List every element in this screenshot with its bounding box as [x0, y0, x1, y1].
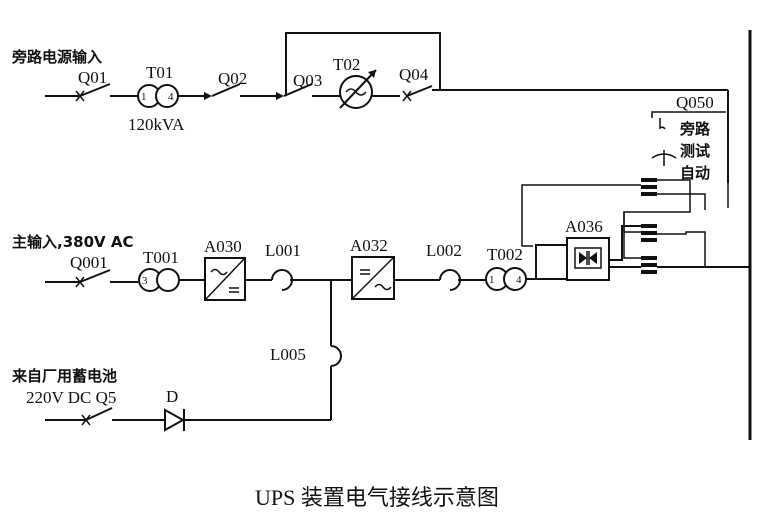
switch-q04	[402, 85, 433, 102]
d-label: D	[166, 387, 178, 406]
mode-test-label: 测试	[680, 142, 710, 160]
t01-label: T01	[146, 63, 173, 82]
diode-d	[164, 408, 186, 432]
t001-label: T001	[143, 248, 179, 267]
q01-label: Q01	[78, 68, 107, 87]
transformer-t001: 3	[138, 268, 180, 292]
inductor-l001	[271, 269, 293, 291]
q03-label: Q03	[293, 71, 322, 90]
switch-q5	[81, 407, 165, 426]
l005-label: L005	[270, 345, 306, 364]
transformer-t02	[339, 69, 377, 109]
svg-text:1: 1	[141, 91, 147, 103]
t02-label: T02	[333, 55, 360, 74]
switch-q050	[651, 111, 726, 166]
diagram-caption: UPS 装置电气接线示意图	[255, 485, 499, 510]
switch-q01	[75, 83, 138, 102]
svg-text:4: 4	[516, 274, 522, 286]
inductor-l005	[330, 345, 342, 367]
t002-label: T002	[487, 245, 523, 264]
main-input-label: 主输入,380V AC	[12, 233, 133, 251]
q02-label: Q02	[218, 69, 247, 88]
battery-label-1: 来自厂用蓄电池	[11, 367, 117, 385]
rating-label: 120kVA	[128, 115, 185, 134]
q001-label: Q001	[70, 253, 108, 272]
l002-label: L002	[426, 241, 462, 260]
switch-q02	[204, 83, 282, 100]
switch-q001	[75, 269, 138, 288]
q050-label: Q050	[676, 93, 714, 112]
svg-text:3: 3	[142, 275, 148, 287]
q04-label: Q04	[399, 65, 429, 84]
bypass-input-label: 旁路电源输入	[11, 48, 102, 66]
svg-text:1: 1	[489, 274, 495, 286]
a032-label: A032	[350, 236, 388, 255]
transformer-t01: 1 4	[137, 84, 179, 108]
svg-text:4: 4	[168, 91, 174, 103]
mode-bypass-label: 旁路	[679, 120, 711, 138]
contactor-bars	[641, 178, 657, 274]
mode-auto-label: 自动	[680, 164, 710, 182]
transformer-t002: 1 4	[485, 267, 527, 291]
inverter-a032	[351, 256, 395, 300]
switch-q03	[276, 83, 340, 100]
l001-label: L001	[265, 241, 301, 260]
battery-label-2: 220V DC Q5	[26, 388, 116, 407]
a030-label: A030	[204, 237, 242, 256]
rectifier-a030	[204, 257, 246, 301]
static-switch-a036	[566, 237, 610, 281]
inductor-l002	[439, 269, 461, 291]
a036-label: A036	[565, 217, 603, 236]
